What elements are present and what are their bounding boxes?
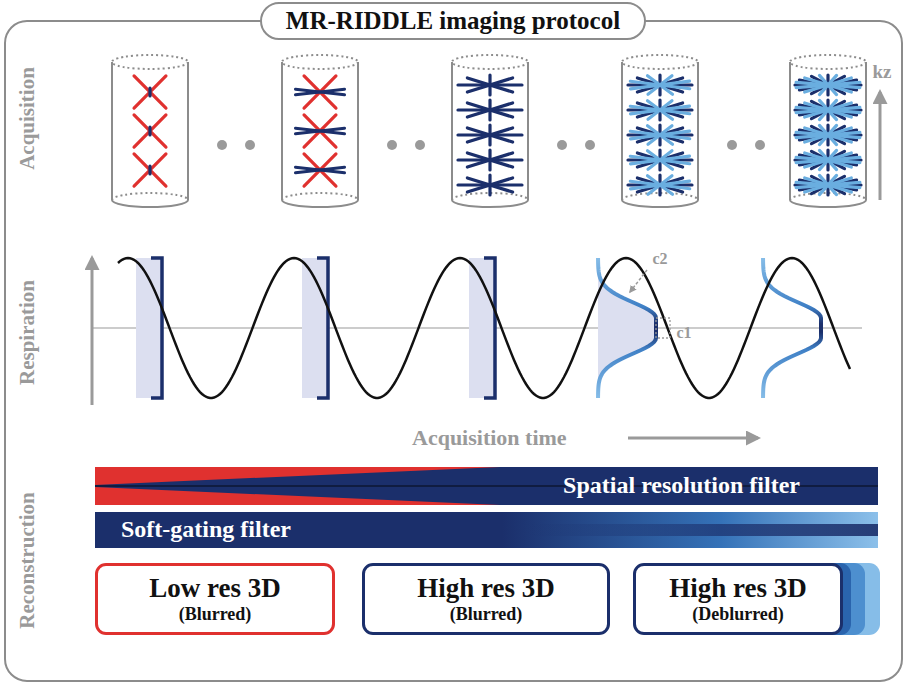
result-box: High res 3D(Blurred): [362, 563, 610, 635]
low-res-wedge: [95, 487, 500, 505]
low-res-wedge: [95, 467, 500, 485]
section-label: Reconstruction: [15, 492, 40, 628]
parameter-label: c1: [676, 324, 691, 342]
time-arrow: [628, 437, 758, 440]
acquisition-cylinders: [112, 55, 866, 207]
k-space-cylinder: [790, 55, 866, 207]
result-subtitle: (Blurred): [179, 604, 252, 625]
section-label: Respiration: [15, 280, 40, 385]
filter-label: Soft-gating filter: [121, 516, 291, 544]
spatial-filter-bar: [95, 467, 878, 505]
kz-arrow: [879, 92, 882, 200]
c1-bracket: [656, 318, 670, 338]
result-title: Low res 3D: [149, 573, 281, 604]
result-title: High res 3D: [417, 573, 555, 604]
filter-bar: Spatial resolution filter: [95, 467, 878, 505]
result-subtitle: (Blurred): [450, 604, 523, 625]
section-label: Acquisition: [15, 67, 40, 170]
parameter-label: c2: [652, 250, 667, 268]
k-space-cylinder: [452, 55, 528, 207]
c2-pointer: [630, 270, 647, 292]
result-title: High res 3D: [669, 573, 807, 604]
title: MR-RIDDLE imaging protocol: [260, 2, 646, 40]
result-subtitle: (Deblurred): [692, 604, 784, 625]
k-space-cylinder: [112, 55, 188, 207]
ellipsis-dots: [217, 140, 765, 150]
result-box: Low res 3D(Blurred): [95, 563, 335, 635]
respiration-curve: [118, 258, 850, 398]
filter-label: Spatial resolution filter: [563, 472, 800, 500]
soft-gating-bar: [95, 512, 878, 548]
frame: [5, 21, 902, 681]
result-box: High res 3D(Deblurred): [633, 563, 843, 635]
gating-windows: [136, 258, 821, 398]
k-space-cylinder: [282, 55, 358, 207]
filter-bar: Soft-gating filter: [95, 512, 878, 548]
axis-label: Acquisition time: [412, 425, 567, 451]
respiration-axis: [91, 258, 94, 405]
k-space-cylinder: [622, 55, 698, 207]
axis-label: kz: [873, 61, 892, 83]
